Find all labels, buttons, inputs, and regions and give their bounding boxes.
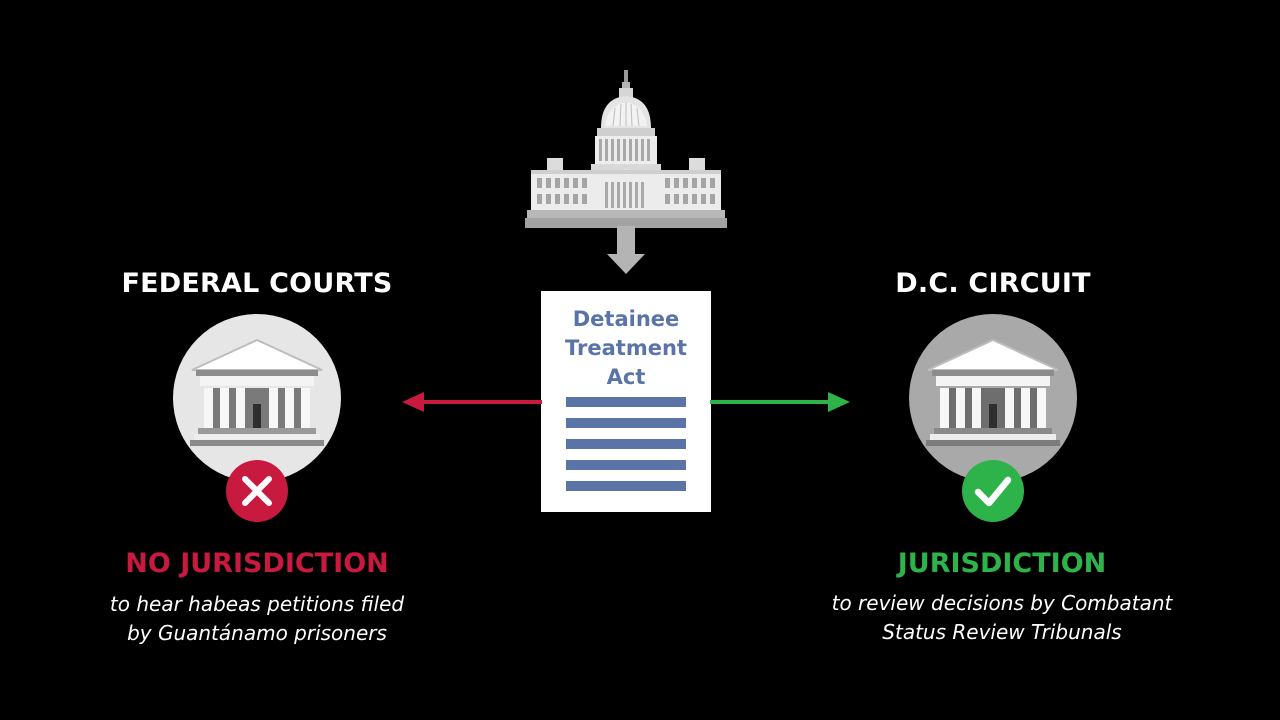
document-text-line [566,460,686,470]
document-text-line [566,418,686,428]
federal-courts-title: FEDERAL COURTS [121,268,393,299]
jurisdiction-label: JURISDICTION [897,548,1107,579]
capitol-building-icon [525,70,727,228]
left-arrow-icon [402,392,542,412]
down-arrow-icon [607,226,645,274]
checkmark-icon [962,460,1024,522]
dc-circuit-description: to review decisions by Combatant Status … [831,591,1173,644]
document-text-line [566,439,686,449]
document-text-line [566,397,686,407]
right-arrow-icon [710,392,850,412]
x-mark-icon [226,460,288,522]
document-text-line [566,481,686,491]
courthouse-icon [909,314,1077,482]
detainee-treatment-act-document: Detainee Treatment Act [541,291,711,512]
no-jurisdiction-label: NO JURISDICTION [125,548,389,579]
dc-circuit-title: D.C. CIRCUIT [895,268,1091,299]
act-title: Detainee Treatment Act [565,307,687,389]
courthouse-icon [173,314,341,482]
federal-courts-description: to hear habeas petitions filed by Guantá… [109,592,405,645]
